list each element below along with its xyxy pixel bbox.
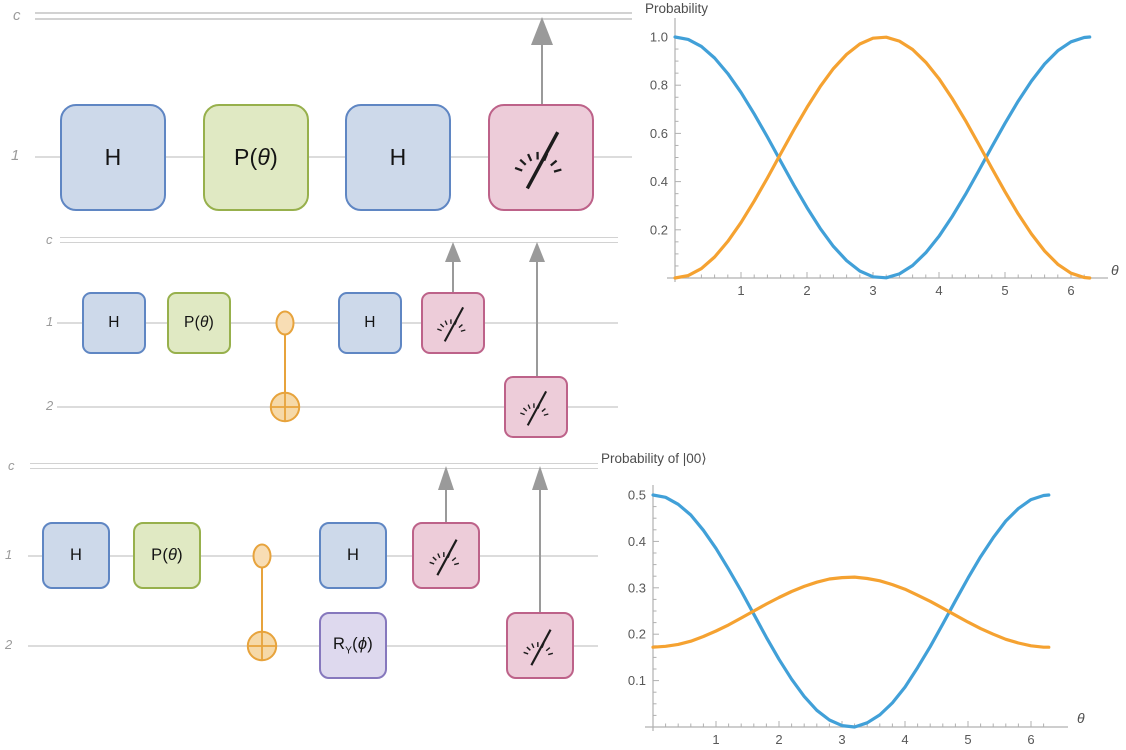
x-tick-label: 3 xyxy=(869,283,876,298)
plot-canvas: 1 2 3 4 5 6 0.1 0.2 0.3 0.4 0.5 xyxy=(628,485,1068,747)
classical-wire xyxy=(30,463,598,469)
phase-gate: P(θ) xyxy=(133,522,201,589)
x-tick-label: 2 xyxy=(775,732,782,747)
gate-label: H xyxy=(389,144,407,170)
classical-wire-label: c xyxy=(13,7,21,24)
curve-blue xyxy=(673,35,1092,280)
measurement-meter-icon xyxy=(513,129,564,190)
qubit-wire xyxy=(28,555,598,557)
measurement-arrow-head xyxy=(531,17,553,45)
measurement-gate xyxy=(421,292,485,354)
hadamard-gate: H xyxy=(345,104,451,211)
chart-title: Probability of |00⟩ xyxy=(601,451,707,466)
gate-label: H xyxy=(364,314,376,331)
x-tick-label: 6 xyxy=(1027,732,1034,747)
cnot-control-dot xyxy=(252,543,272,569)
y-tick-label: 0.2 xyxy=(628,627,646,642)
x-tick-label: 3 xyxy=(838,732,845,747)
measurement-arrow-stem xyxy=(541,44,543,105)
y-tick-label: 0.4 xyxy=(628,534,646,549)
y-tick-label: 0.8 xyxy=(650,78,668,93)
measurement-arrow-head xyxy=(529,242,545,262)
measurement-arrow-stem xyxy=(536,261,538,377)
measurement-arrow-head xyxy=(531,466,548,490)
chart-title: Probability xyxy=(645,1,709,16)
x-tick-label: 1 xyxy=(712,732,719,747)
x-tick-label: 2 xyxy=(803,283,810,298)
classical-wire-label: c xyxy=(46,232,53,247)
qubit-wire-label: 2 xyxy=(5,637,13,652)
x-axis-label: θ xyxy=(1111,262,1119,278)
measurement-gate xyxy=(488,104,594,211)
y-tick-label: 0.6 xyxy=(650,126,668,141)
measurement-gate xyxy=(412,522,480,589)
gate-label: H xyxy=(108,314,120,331)
measurement-arrow-head xyxy=(445,242,461,262)
plot-canvas: 1 2 3 4 5 6 0.2 0.4 0.6 0.8 1.0 xyxy=(650,18,1108,298)
qubit-wire-label: 2 xyxy=(46,398,54,413)
y-tick-label: 1.0 xyxy=(650,30,668,45)
phase-gate: P(θ) xyxy=(203,104,309,211)
x-tick-label: 4 xyxy=(935,283,942,298)
cnot-target xyxy=(269,391,301,423)
probability-plot: 1 2 3 4 5 6 0.2 0.4 0.6 0.8 1.0 Probability θ xyxy=(620,0,1126,300)
measurement-gate xyxy=(506,612,574,679)
gate-label: P(θ) xyxy=(184,314,214,331)
measurement-arrow-stem xyxy=(452,261,454,293)
y-tick-label: 0.3 xyxy=(628,580,646,595)
x-tick-label: 6 xyxy=(1067,283,1074,298)
gate-label: P(θ) xyxy=(234,144,278,170)
x-tick-label: 1 xyxy=(737,283,744,298)
hadamard-gate: H xyxy=(82,292,146,354)
cnot-connector xyxy=(261,556,263,646)
classical-wire-label: c xyxy=(8,458,15,473)
gate-label: RY(ϕ) xyxy=(333,634,373,657)
classical-wire xyxy=(60,237,618,243)
qubit-wire-label: 1 xyxy=(5,547,13,562)
classical-wire xyxy=(35,12,632,20)
curve-orange xyxy=(673,35,1092,280)
x-tick-label: 5 xyxy=(964,732,971,747)
y-tick-label: 0.5 xyxy=(628,488,646,503)
measurement-gate xyxy=(504,376,568,438)
gate-label: H xyxy=(69,546,83,564)
measurement-meter-icon xyxy=(428,538,460,576)
qubit-wire-label: 1 xyxy=(11,147,20,164)
y-tick-label: 0.1 xyxy=(628,673,646,688)
qubit-wire-label: 1 xyxy=(46,314,54,329)
ry-gate: RY(ϕ) xyxy=(319,612,387,679)
probability-00-plot: 1 2 3 4 5 6 0.1 0.2 0.3 0.4 0.5 Probability of |00… xyxy=(590,440,1126,750)
phase-gate: P(θ) xyxy=(167,292,231,354)
measurement-arrow-stem xyxy=(445,488,447,523)
gate-label: H xyxy=(346,546,360,564)
measurement-meter-icon xyxy=(519,390,550,427)
x-tick-label: 4 xyxy=(901,732,908,747)
hadamard-gate: H xyxy=(338,292,402,354)
curve-blue xyxy=(651,493,1051,729)
hadamard-gate: H xyxy=(42,522,110,589)
gate-label: P(θ) xyxy=(151,546,183,564)
y-tick-label: 0.2 xyxy=(650,222,668,237)
cnot-target xyxy=(246,630,278,662)
measurement-arrow-stem xyxy=(539,488,541,613)
qubit-wire xyxy=(28,645,598,647)
hadamard-gate: H xyxy=(319,522,387,589)
qubit-wire xyxy=(35,156,632,158)
hadamard-gate: H xyxy=(60,104,166,211)
curve-orange xyxy=(651,575,1051,649)
x-tick-label: 5 xyxy=(1001,283,1008,298)
x-axis-label: θ xyxy=(1077,710,1085,726)
qubit-wire xyxy=(57,322,618,324)
y-tick-label: 0.4 xyxy=(650,174,668,189)
cnot-control-dot xyxy=(275,310,295,336)
measurement-meter-icon xyxy=(436,306,467,343)
gate-label: H xyxy=(104,144,122,170)
measurement-meter-icon xyxy=(522,628,554,666)
measurement-arrow-head xyxy=(437,466,454,490)
qubit-wire xyxy=(57,406,618,408)
cnot-connector xyxy=(284,323,286,407)
